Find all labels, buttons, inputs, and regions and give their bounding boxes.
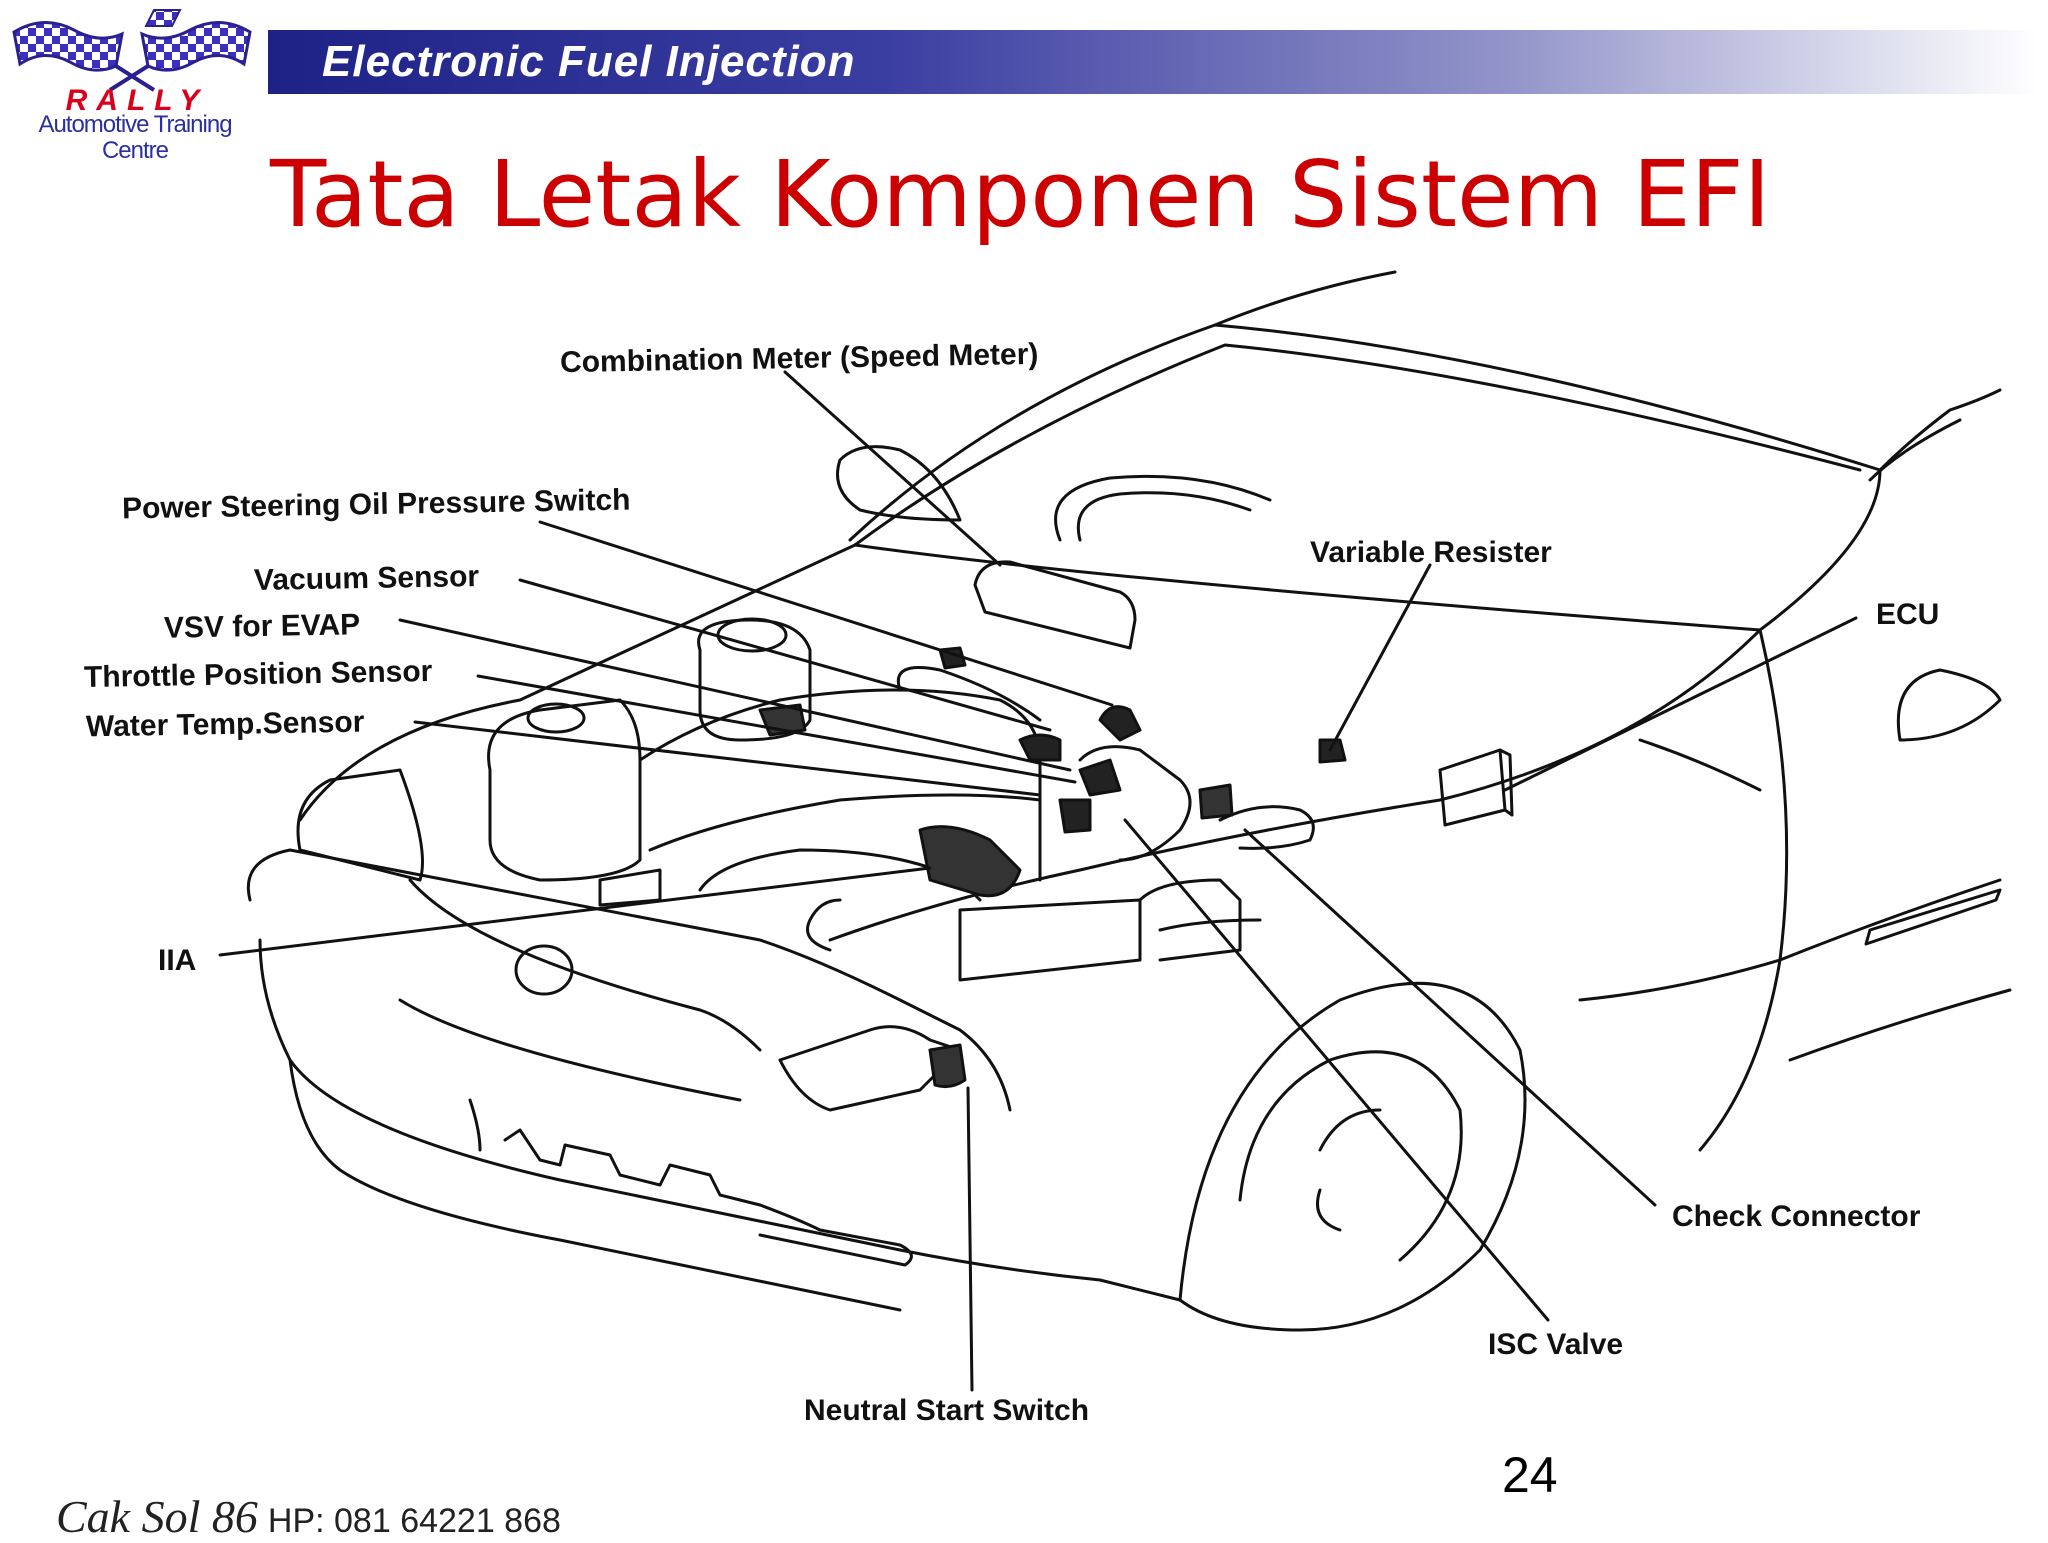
footer-author: Cak Sol 86 — [56, 1491, 258, 1542]
label-throttle-position-sensor: Throttle Position Sensor — [83, 654, 433, 695]
label-neutral-start-switch: Neutral Start Switch — [804, 1394, 1090, 1427]
label-iia: IIA — [158, 944, 197, 977]
label-vsv-evap: VSV for EVAP — [163, 608, 361, 645]
page-number: 24 — [1502, 1447, 1558, 1503]
label-isc-valve: ISC Valve — [1488, 1328, 1624, 1361]
label-vacuum-sensor: Vacuum Sensor — [253, 560, 480, 597]
header-title: Electronic Fuel Injection — [322, 37, 856, 86]
logo-subtitle: Automotive Training Centre — [38, 111, 232, 164]
label-water-temp-sensor: Water Temp.Sensor — [85, 705, 365, 744]
checkered-flags-icon — [12, 9, 252, 92]
label-variable-resister: Variable Resister — [1310, 536, 1552, 569]
footer-phone: HP: 081 64221 868 — [267, 1502, 561, 1540]
rally-logo: RALLY Automotive Training Centre — [4, 4, 260, 164]
label-ecu: ECU — [1876, 598, 1940, 631]
logo-brand: RALLY — [65, 84, 209, 117]
page-title: Tata Letak Komponen Sistem EFI — [270, 141, 1771, 248]
header-bar — [268, 30, 2038, 94]
label-check-connector: Check Connector — [1672, 1200, 1921, 1233]
